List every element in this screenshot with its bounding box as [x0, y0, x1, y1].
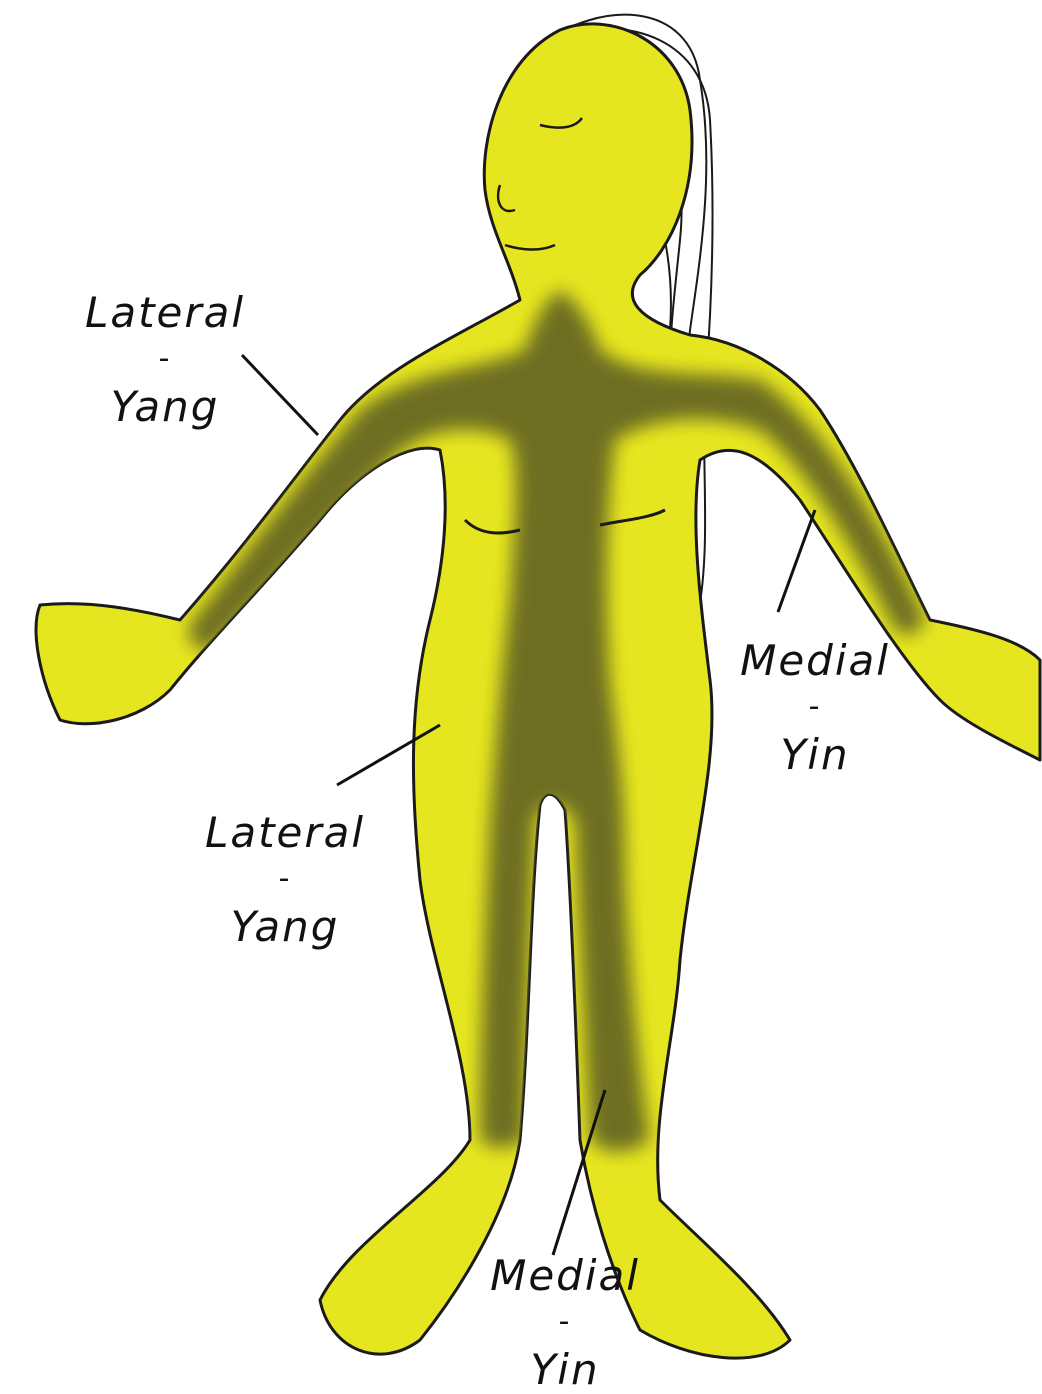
label-term: Lateral [205, 808, 365, 857]
label-meridian: Yang [231, 902, 340, 951]
label-meridian: Yang [111, 382, 220, 431]
pointer-arm-medial [778, 510, 815, 612]
label-dash: - [180, 864, 390, 894]
label-leg-lateral-yang: Lateral - Yang [180, 812, 390, 948]
label-dash: - [60, 344, 270, 374]
label-leg-medial-yin: Medial - Yin [470, 1255, 660, 1391]
label-term: Lateral [85, 288, 245, 337]
label-arm-lateral-yang: Lateral - Yang [60, 292, 270, 428]
label-meridian: Yin [530, 1345, 599, 1394]
label-dash: - [720, 692, 910, 722]
label-term: Medial [490, 1251, 640, 1300]
label-dash: - [470, 1307, 660, 1337]
label-arm-medial-yin: Medial - Yin [720, 640, 910, 776]
label-meridian: Yin [780, 730, 849, 779]
label-term: Medial [740, 636, 890, 685]
